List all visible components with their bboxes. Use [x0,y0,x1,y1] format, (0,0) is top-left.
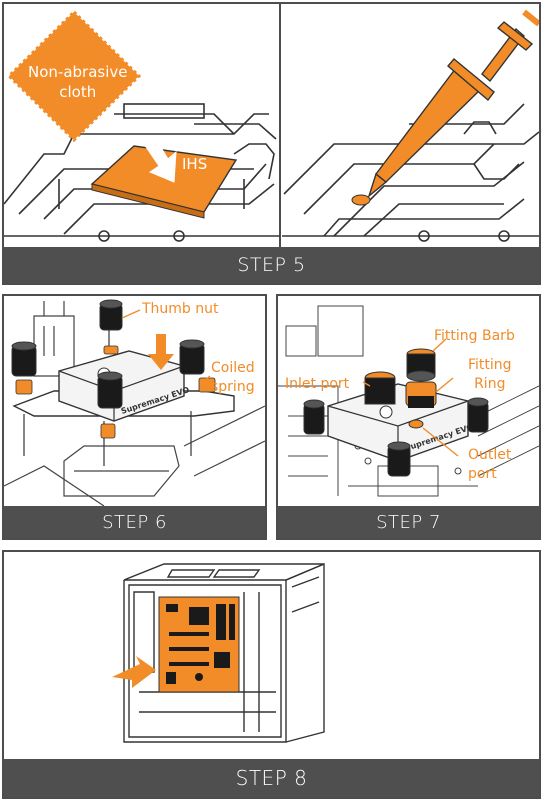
inlet-port-label: Inlet port [285,376,350,392]
pc-case [123,562,325,743]
step8-illustration [112,562,325,743]
leader-lines [362,338,459,457]
step6-title: STEP 6 [4,506,265,538]
down-arrow-icon [148,334,174,370]
cpu-ihs [90,145,238,219]
cloth-label-line1: Non-abrasive [28,63,128,81]
thermal-grease-dot [351,194,371,206]
leader-lines [121,309,211,385]
syringe-icon [367,9,539,199]
thumb-nut-icon [11,299,205,409]
thumb-nut-icon [303,397,489,477]
cpu-socket-right [282,103,539,242]
coiled-spring-label-line1: Coiled [211,360,255,376]
coiled-spring-icon [15,345,216,439]
thumb-nut-label: Thumb nut [142,301,219,317]
cloth-label: Non-abrasive cloth [28,62,127,102]
outlet-port-label-line1: Outlet [468,447,512,463]
fitting-barb-icon [406,348,436,382]
fitting-ring-icon [405,381,437,408]
step6-illustration: Supremacy EVO [4,299,265,506]
outlet-port-label: Outlet port [468,446,511,484]
fitting-ring-label-line1: Fitting [468,357,512,373]
step5-illustration [4,4,539,249]
fitting-ring-label: Fitting Ring [468,356,512,394]
step7-illustration: Supremacy EVO [278,305,539,497]
cloth-label-line2: cloth [59,83,97,101]
cloth-icon [6,9,142,143]
ihs-label: IHS [182,155,208,173]
motherboard-lines [4,301,265,506]
inlet-fitting-icon [364,371,396,405]
fitting-barb-label: Fitting Barb [434,328,515,344]
step8-title: STEP 8 [4,759,539,797]
right-arrow-icon [112,656,156,688]
step7-title: STEP 7 [278,506,539,538]
step8-panel: STEP 8 [2,550,541,799]
step6-panel: Supremacy EVO [2,294,267,540]
step7-panel: Supremacy EVO Fitting Barb [276,294,541,540]
coiled-spring-label: Coiled spring [211,359,255,397]
outlet-port-label-line2: port [468,466,497,482]
coiled-spring-label-line2: spring [211,379,255,395]
step5-title: STEP 5 [4,247,539,283]
fitting-ring-label-line2: Ring [474,376,506,392]
step5-panel: Non-abrasive cloth IHS Thermal grease ST… [2,2,541,285]
down-arrow-icon [143,135,177,183]
motherboard-icon [158,596,240,693]
